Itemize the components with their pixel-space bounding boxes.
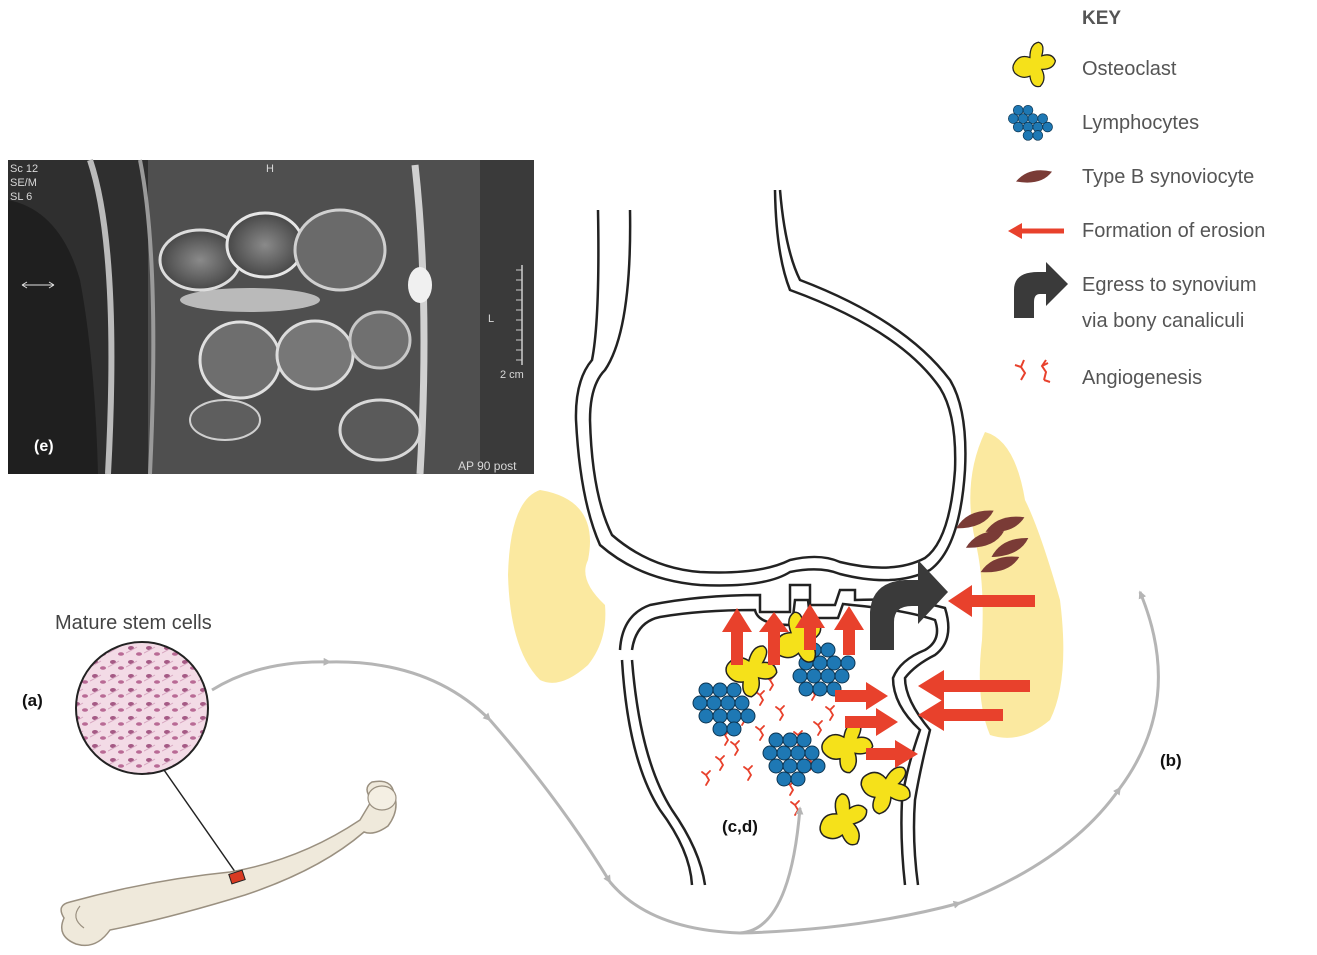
mri-marker-l: L <box>488 313 494 325</box>
mri-corner-line-2: SE/M <box>10 177 37 189</box>
key-label-osteoclast: Osteoclast <box>1082 58 1177 80</box>
key-label-lymphocytes: Lymphocytes <box>1082 112 1199 134</box>
key-label-formation-of-erosion: Formation of erosion <box>1082 220 1265 242</box>
panel-label-a: (a) <box>22 691 43 710</box>
flow-arrow-1 <box>212 662 330 690</box>
key-legend: KEY Osteoclast Lymphocytes Type B synovi… <box>1008 8 1265 389</box>
key-label-egress-line-2: via bony canaliculi <box>1082 310 1244 332</box>
lymphocyte-cluster <box>763 733 825 786</box>
micrograph-pointer <box>164 770 238 876</box>
key-label-type-b-synoviocyte: Type B synoviocyte <box>1082 166 1254 188</box>
mri-panel-label: (e) <box>34 438 54 455</box>
angiogenesis-icon <box>1015 360 1050 382</box>
panel-label-b: (b) <box>1160 751 1182 770</box>
joint <box>508 190 1063 885</box>
flow-arrow-4 <box>610 808 800 933</box>
mri-footer: AP 90 post <box>458 459 517 473</box>
mri-scale-label: 2 cm <box>500 369 524 381</box>
key-label-angiogenesis: Angiogenesis <box>1082 367 1202 389</box>
egress-arrow-icon <box>1014 262 1068 318</box>
lymphocytes-icon <box>1008 105 1052 140</box>
flow-arrow-5 <box>740 903 960 933</box>
panel-label-cd: (c,d) <box>722 817 758 836</box>
key-title: KEY <box>1082 8 1121 29</box>
mri-panel: Sc 12 SE/M SL 6 H L 2 cm AP 90 post (e) <box>8 160 534 474</box>
flow-arrow-3 <box>490 720 610 882</box>
osteoclast-icon <box>1013 42 1056 86</box>
key-label-egress-line-1: Egress to synovium <box>1082 274 1257 296</box>
mri-corner-line-1: Sc 12 <box>10 163 38 175</box>
stem-cells-caption: Mature stem cells <box>55 612 212 634</box>
erosion-arrow-icon <box>1008 223 1064 239</box>
femur-outline <box>576 190 965 585</box>
osteoclast <box>813 789 875 852</box>
mri-corner-line-3: SL 6 <box>10 191 32 203</box>
type-b-synoviocyte-icon <box>1016 170 1052 182</box>
mri-marker-h: H <box>266 163 274 175</box>
flow-arrow-6 <box>960 788 1120 903</box>
stem-cell-micrograph <box>76 642 208 774</box>
flow-arrow-7 <box>1120 592 1158 788</box>
flow-arrow-2 <box>330 662 490 720</box>
